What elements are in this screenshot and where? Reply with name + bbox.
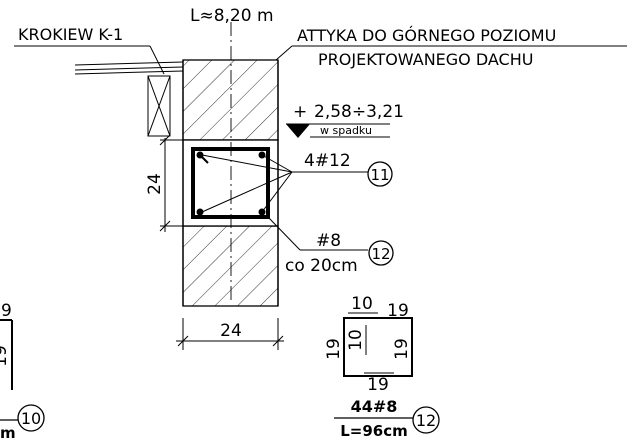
rafter-leader (149, 45, 165, 75)
level-triangle-icon (286, 124, 310, 138)
wall-section (182, 59, 279, 307)
stirrup-leader (267, 216, 301, 251)
bubble-10 (17, 404, 45, 432)
stirrup-shape (343, 317, 413, 377)
level-note: w spadku (320, 124, 372, 137)
schedule-length: L=96cm (340, 422, 408, 440)
shape-bottom: 19 (367, 375, 389, 395)
bubble-11-label: 11 (370, 166, 389, 184)
shape-left: 19 (324, 338, 344, 360)
stirrup-bar-label: #8 (316, 231, 341, 251)
left-partial-side: 19 (0, 345, 11, 367)
dimension-height (159, 134, 183, 232)
rebar-main-label: 4#12 (304, 151, 351, 171)
roof-lines (74, 61, 184, 75)
rebar-main-leaders (201, 154, 293, 213)
schedule-count: 44#8 (351, 397, 398, 416)
bubble-12-b (412, 406, 440, 434)
bubble-10-label: 10 (21, 409, 41, 428)
left-partial-shape (0, 319, 20, 421)
shape-inner: 10 (346, 329, 366, 351)
shape-top-a: 10 (351, 294, 373, 314)
bubble-12-b-label: 12 (416, 411, 436, 430)
shape-right: 19 (392, 338, 412, 360)
rafter-label: KROKIEW K-1 (18, 25, 123, 44)
rebar-bottom-left (196, 208, 204, 216)
dimension-height-label: 24 (145, 173, 165, 195)
level-plus-sign: + (293, 102, 307, 122)
left-partial-top: 9 (1, 301, 12, 321)
attic-label-line1: ATTYKA DO GÓRNEGO POZIOMU (297, 26, 556, 45)
rebar-top-left (196, 151, 204, 159)
attic-label-line2: PROJEKTOWANEGO DACHU (318, 50, 533, 69)
bubble-12-a-label: 12 (371, 245, 390, 263)
dimension-width (176, 318, 284, 350)
bubble-12-a (368, 240, 394, 266)
level-value: 2,58÷3,21 (314, 102, 404, 122)
bubble-11 (367, 161, 393, 187)
attic-leader (275, 45, 293, 61)
shape-top-b: 19 (387, 301, 409, 321)
dimension-width-label: 24 (220, 321, 242, 341)
rafter-section (147, 75, 171, 137)
length-label: L≈8,20 m (190, 6, 274, 26)
left-partial-bottom: m (0, 424, 16, 441)
stirrup-spacing-label: co 20cm (285, 256, 358, 276)
